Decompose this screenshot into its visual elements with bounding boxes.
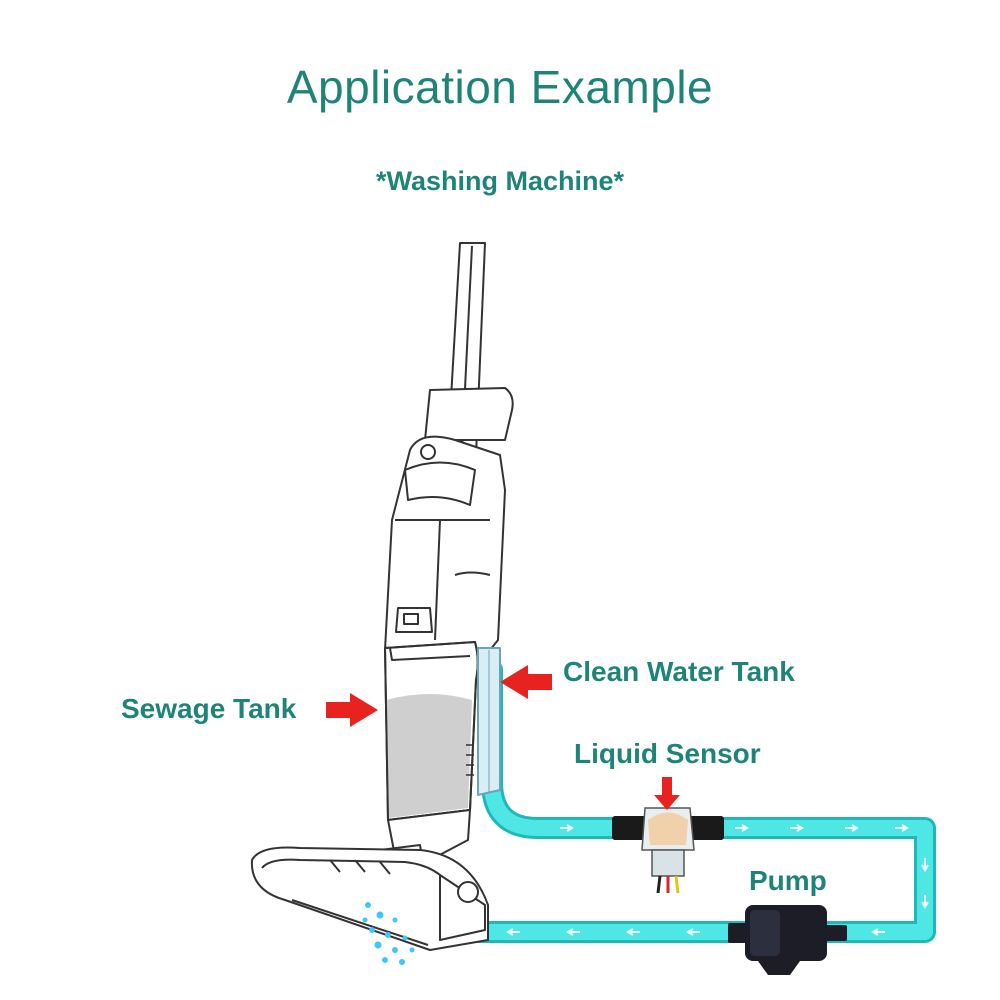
red-arrow-liquid-sensor: [654, 777, 680, 810]
pump: [728, 905, 847, 975]
page-title: Application Example: [286, 61, 714, 113]
red-arrow-sewage-tank: [326, 693, 378, 727]
clean-water-tank-label: Clean Water Tank: [563, 656, 795, 687]
sewage-tank-label: Sewage Tank: [121, 693, 297, 724]
pump-label: Pump: [749, 865, 827, 896]
page-subtitle: *Washing Machine*: [375, 166, 625, 196]
red-arrow-clean-water-tank: [500, 665, 552, 699]
water-spray: [362, 902, 415, 965]
liquid-sensor-label: Liquid Sensor: [574, 738, 761, 769]
floor-washer: [250, 242, 514, 951]
liquid-sensor: [612, 807, 724, 894]
